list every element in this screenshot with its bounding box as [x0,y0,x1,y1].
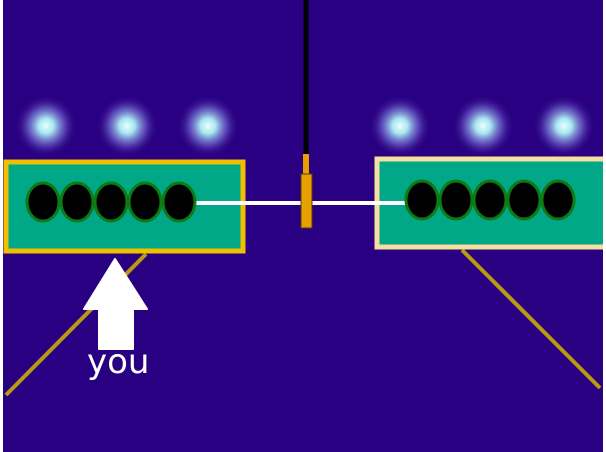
bead [506,179,542,221]
player-label: you [87,342,150,382]
light-icon [533,95,595,157]
bead [127,181,163,223]
bead [93,181,129,223]
up-arrow-icon [83,258,148,350]
bead [472,179,508,221]
opponent-lights [369,95,595,157]
pole-tip [303,154,309,174]
bead [540,179,576,221]
bead [59,181,95,223]
light-icon [452,95,514,157]
light-icon [96,95,158,157]
bead [404,179,440,221]
opponent-panel-leg [460,248,602,390]
opponent-team-beads [404,179,576,221]
bead [438,179,474,221]
light-icon [15,95,77,157]
frame-edge [603,0,606,452]
rope-marker-icon [300,173,313,229]
player-team-beads [25,181,197,223]
light-icon [369,95,431,157]
player-lights [15,95,239,157]
bead [25,181,61,223]
bead [161,181,197,223]
light-icon [177,95,239,157]
